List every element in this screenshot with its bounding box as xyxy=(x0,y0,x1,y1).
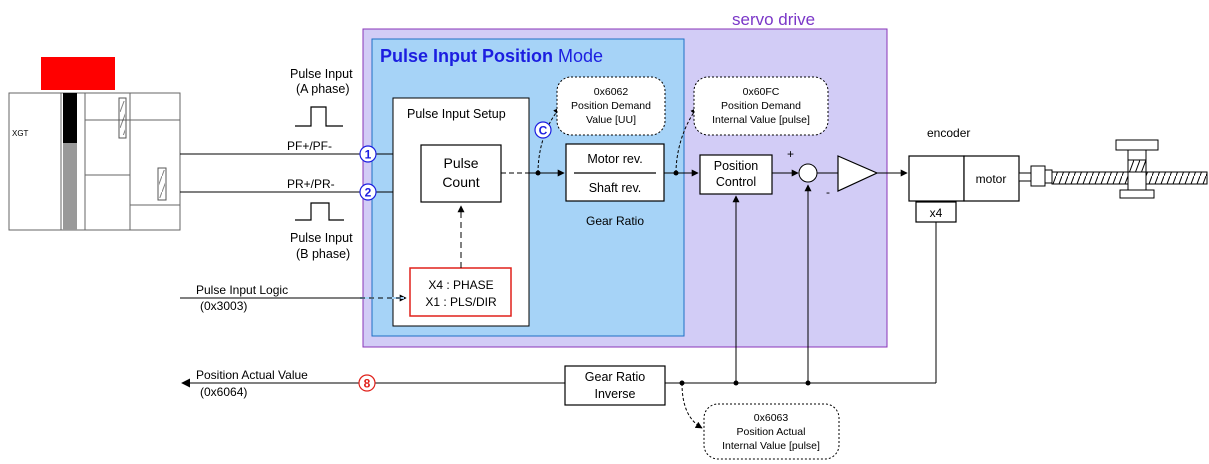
x4-phase-label: X4 : PHASE xyxy=(428,278,493,292)
note-60fc xyxy=(693,76,829,136)
gear-ratio-denominator: Shaft rev. xyxy=(589,181,642,195)
plc-label: XGT xyxy=(12,129,29,138)
gear-ratio-label: Gear Ratio xyxy=(586,214,644,228)
position-control-line2: Control xyxy=(716,175,756,189)
note-6063-line2: Position Actual xyxy=(737,426,806,438)
60fc-note-leader xyxy=(675,107,698,174)
pulse-input-a-line2: (A phase) xyxy=(296,82,350,96)
note-6062-line2: Position Demand xyxy=(571,100,651,112)
position-actual-value-line2: (0x6064) xyxy=(200,385,247,399)
note-60fc-line1: 0x60FC xyxy=(743,86,780,98)
marker-c: C xyxy=(534,121,552,139)
gear-ratio-inverse-line1: Gear Ratio xyxy=(585,370,645,384)
marker-8: 8 xyxy=(358,374,376,392)
plc-red-indicator xyxy=(41,57,115,90)
pulse-input-b-line1: Pulse Input xyxy=(290,231,353,245)
motor-label: motor xyxy=(976,172,1007,186)
svg-text:8: 8 xyxy=(364,377,371,391)
note-6063 xyxy=(703,403,840,460)
amplifier-triangle xyxy=(837,155,879,192)
ball-screw-assembly xyxy=(1018,139,1208,199)
pulse-input-a-line1: Pulse Input xyxy=(290,67,353,81)
gear-ratio-inverse-box xyxy=(564,365,666,406)
pulse-input-b-line2: (B phase) xyxy=(296,247,350,261)
pf-label: PF+/PF- xyxy=(287,139,332,153)
6063-note-leader xyxy=(681,382,703,429)
pulse-count-line1: Pulse xyxy=(443,155,478,171)
plc-device: XGT xyxy=(8,57,181,231)
pulse-input-logic-line1: Pulse Input Logic xyxy=(196,283,288,297)
junction-sum xyxy=(805,380,811,386)
gear-ratio-numerator: Motor rev. xyxy=(587,152,642,166)
plus-sign: + xyxy=(787,147,794,161)
marker-2: 2 xyxy=(359,183,377,201)
servo-drive-label: servo drive xyxy=(732,10,815,29)
note-6062 xyxy=(556,76,666,136)
marker-1: 1 xyxy=(359,145,377,163)
x4-label: x4 xyxy=(930,206,943,220)
position-control-line1: Position xyxy=(714,159,759,173)
pulse-input-setup-label: Pulse Input Setup xyxy=(407,107,506,121)
position-control-box xyxy=(699,154,773,195)
note-6063-line3: Internal Value [pulse] xyxy=(722,440,820,452)
pulse-waveform-a xyxy=(295,106,343,127)
svg-text:2: 2 xyxy=(365,186,372,200)
pulse-input-logic-line2: (0x3003) xyxy=(200,299,247,313)
note-60fc-line3: Internal Value [pulse] xyxy=(712,114,810,126)
x1-plsdir-label: X1 : PLS/DIR xyxy=(425,295,497,309)
pr-label: PR+/PR- xyxy=(287,177,335,191)
pulse-waveform-b xyxy=(295,202,344,221)
gear-ratio-inverse-line2: Inverse xyxy=(595,387,636,401)
encoder-label: encoder xyxy=(927,126,970,140)
note-6062-line3: Value [UU] xyxy=(586,114,636,126)
minus-sign: - xyxy=(826,185,830,199)
summing-junction xyxy=(798,163,818,183)
junction-control xyxy=(733,380,739,386)
position-actual-value-line1: Position Actual Value xyxy=(196,368,308,382)
svg-text:1: 1 xyxy=(365,148,372,162)
note-6063-line1: 0x6063 xyxy=(754,412,789,424)
encoder-block xyxy=(908,155,965,202)
pulse-count-box xyxy=(420,144,502,203)
note-60fc-line2: Position Demand xyxy=(721,100,801,112)
mode-title: Pulse Input Position Mode xyxy=(380,46,603,66)
svg-text:C: C xyxy=(539,124,548,138)
pulse-count-line2: Count xyxy=(442,174,479,190)
note-6062-line1: 0x6062 xyxy=(594,86,629,98)
